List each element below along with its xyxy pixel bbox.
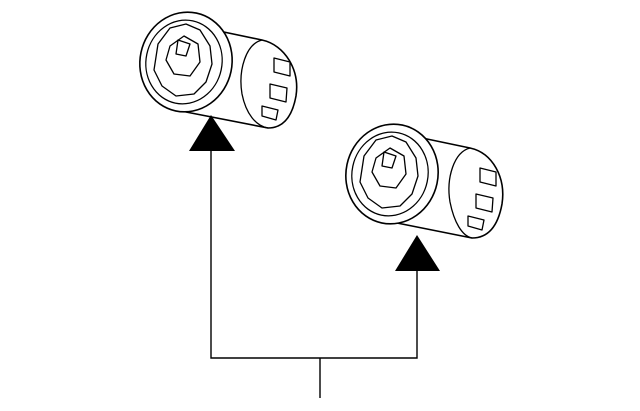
socket-left-slot-1 <box>273 57 291 77</box>
leader-branch-right <box>320 270 418 359</box>
socket-right-slot-1 <box>479 167 497 187</box>
socket-left-front-inner-ring <box>145 19 223 105</box>
socket-right-rear-edge <box>448 147 473 239</box>
socket-left <box>139 11 298 129</box>
socket-left-slot-2 <box>269 83 288 103</box>
arrowhead-right-icon <box>395 235 440 271</box>
callout-leader <box>189 115 440 398</box>
socket-right-spline <box>359 135 419 209</box>
socket-right <box>345 123 504 239</box>
socket-left-hex <box>165 35 201 77</box>
socket-right-slot-2 <box>475 193 494 213</box>
socket-right-hex <box>371 147 407 189</box>
socket-right-front-inner-ring <box>351 131 429 217</box>
socket-right-detail <box>381 151 397 169</box>
socket-right-slot-3 <box>467 215 485 231</box>
socket-left-detail <box>175 39 191 57</box>
arrowhead-left-icon <box>189 115 235 151</box>
socket-left-spline <box>153 23 213 97</box>
leader-branch-left <box>210 150 320 359</box>
socket-left-rear-edge <box>240 39 269 129</box>
socket-left-slot-3 <box>261 105 279 121</box>
